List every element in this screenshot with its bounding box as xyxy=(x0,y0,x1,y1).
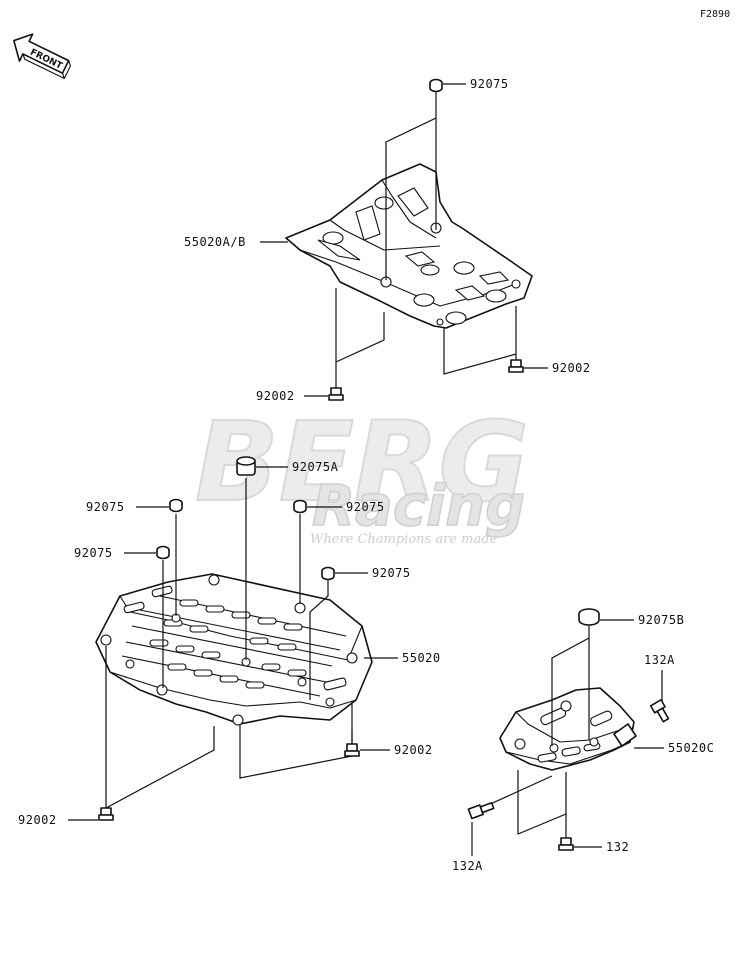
watermark-tagline: Where Champions are made xyxy=(310,532,498,547)
main-bolt-right-icon xyxy=(344,743,360,757)
main-skid-plate xyxy=(95,573,373,726)
small-bolt-lower-label: 132A xyxy=(452,859,483,873)
top-plate-label: 55020A/B xyxy=(184,235,246,249)
diagram-code: F2890 xyxy=(700,9,730,20)
mid-nut-left-lower-icon xyxy=(156,545,170,560)
mid-nut-left-lower-label: 92075 xyxy=(74,546,113,560)
collar-a-icon xyxy=(236,456,256,476)
small-bolt-right-icon xyxy=(558,837,574,851)
top-nut-label: 92075 xyxy=(470,77,509,91)
main-bolt-left-icon xyxy=(98,807,114,821)
mid-nut-center-label: 92075 xyxy=(346,500,385,514)
small-bolt-right-label: 132 xyxy=(606,840,629,854)
front-arrow-icon: FRONT xyxy=(13,33,72,80)
watermark-sub: Racing xyxy=(312,474,525,539)
collar-a-label: 92075A xyxy=(292,460,339,474)
watermark-brand: BERG xyxy=(195,398,529,526)
mid-nut-center-icon xyxy=(293,499,307,514)
watermark: BERG Racing Where Champions are made xyxy=(194,397,530,547)
main-bolt-right-label: 92002 xyxy=(394,743,433,757)
top-skid-plate xyxy=(285,163,533,329)
mid-nut-right-icon xyxy=(321,566,335,581)
mid-nut-left-upper-icon xyxy=(169,498,183,513)
mid-nut-left-upper-label: 92075 xyxy=(86,500,125,514)
top-bolt-right-label: 92002 xyxy=(552,361,591,375)
top-bolt-right-icon xyxy=(508,359,524,373)
small-skid-plate xyxy=(499,687,637,771)
small-bolt-lower-icon xyxy=(467,801,495,820)
top-nut-icon xyxy=(429,78,443,93)
top-bolt-left-icon xyxy=(328,387,344,401)
main-bolt-left-label: 92002 xyxy=(18,813,57,827)
cap-b-icon xyxy=(578,608,600,626)
mid-nut-right-label: 92075 xyxy=(372,566,411,580)
main-plate-label: 55020 xyxy=(402,651,441,665)
cap-b-label: 92075B xyxy=(638,613,684,627)
small-bolt-upper-label: 132A xyxy=(644,653,675,667)
small-bolt-upper-icon xyxy=(649,699,670,723)
small-plate-label: 55020C xyxy=(668,741,714,755)
top-bolt-left-label: 92002 xyxy=(256,389,295,403)
